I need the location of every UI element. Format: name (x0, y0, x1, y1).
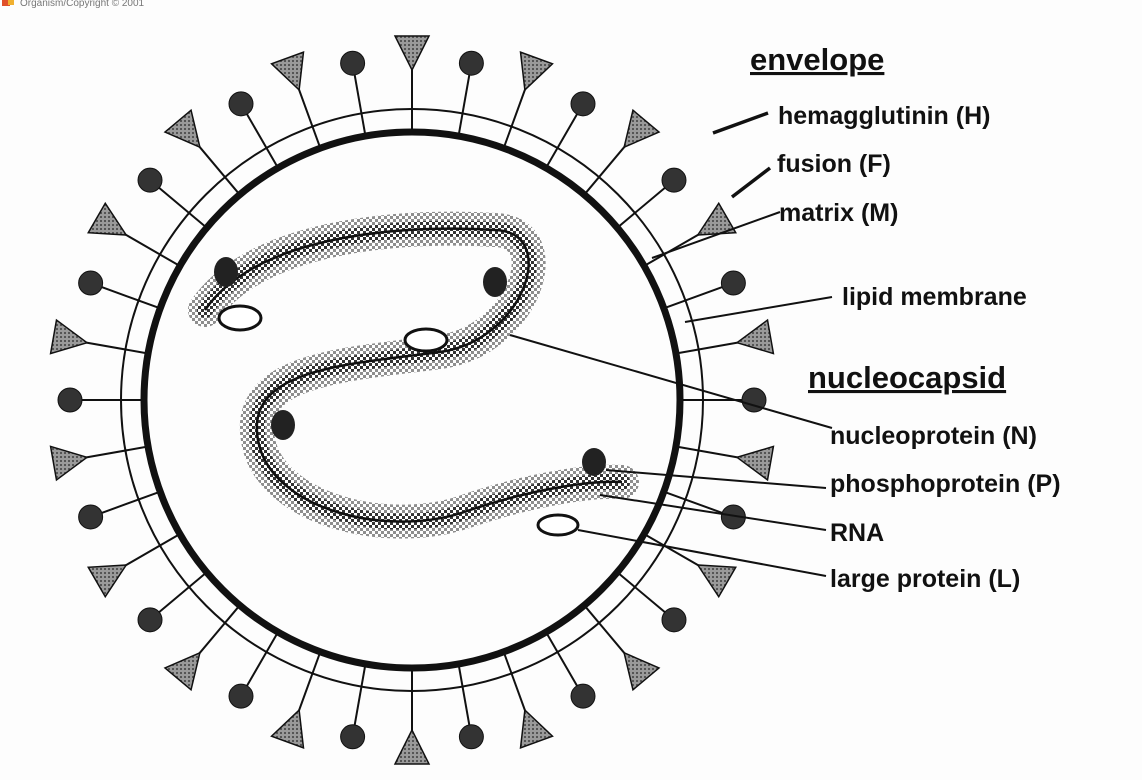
spike-stem (546, 632, 578, 687)
phosphoprotein-label: phosphoprotein (P) (830, 470, 1061, 498)
hemagglutinin-spike (51, 446, 87, 479)
spike-stem (354, 73, 365, 136)
envelope-heading: envelope (750, 42, 884, 77)
lipid-membrane-leader (685, 297, 832, 322)
spike-stem (246, 112, 278, 167)
spike-stem (85, 447, 148, 458)
spike-stem (546, 112, 578, 167)
fusion-spike (341, 725, 365, 749)
spike-stem (504, 652, 526, 712)
fusion-spike (341, 51, 365, 75)
spike-stem (85, 342, 148, 353)
hemagglutinin-spike (624, 653, 659, 690)
spike-stem (676, 342, 739, 353)
hemagglutinin-spike (521, 710, 553, 748)
fusion-spike (138, 168, 162, 192)
fusion-spike (721, 271, 745, 295)
fusion-label: fusion (F) (777, 150, 891, 178)
spike-stem (459, 73, 470, 136)
hemagglutinin-leader (713, 113, 768, 133)
fusion-spike (662, 168, 686, 192)
spike-stem (298, 652, 320, 712)
hemagglutinin-spike (737, 446, 773, 479)
hemagglutinin-spike (272, 52, 304, 90)
hemagglutinin-label: hemagglutinin (H) (778, 102, 990, 130)
lipid-membrane-label: lipid membrane (842, 283, 1027, 311)
hemagglutinin-spike (272, 710, 304, 748)
fusion-spike (571, 92, 595, 116)
hemagglutinin-spike (88, 203, 126, 235)
hemagglutinin-spike (88, 565, 126, 597)
spike-stem (298, 88, 320, 148)
hemagglutinin-spike (737, 320, 773, 353)
spike-stem (354, 664, 365, 727)
fusion-spike (138, 608, 162, 632)
hemagglutinin-spike (165, 653, 200, 690)
spike-stem (664, 286, 724, 308)
fusion-spike (459, 51, 483, 75)
spike-stem (459, 664, 470, 727)
hemagglutinin-spike (395, 730, 429, 764)
fusion-spike (571, 684, 595, 708)
matrix-label: matrix (M) (779, 199, 898, 227)
spike-stem (124, 534, 179, 566)
fusion-spike (79, 271, 103, 295)
nucleocapsid-heading: nucleocapsid (808, 360, 1006, 395)
large-protein-oval-3 (538, 515, 578, 535)
spike-stem (100, 492, 160, 514)
fusion-spike (229, 684, 253, 708)
large-protein-oval-1 (219, 306, 261, 330)
spike-stem (246, 632, 278, 687)
phosphoprotein-blob-1 (214, 257, 238, 287)
rna-label: RNA (830, 519, 884, 547)
large-protein-oval-2 (405, 329, 447, 351)
spike-stem (504, 88, 526, 148)
large-protein-label: large protein (L) (830, 565, 1020, 593)
spike-stem (124, 234, 179, 266)
fusion-leader (732, 168, 770, 197)
spike-stem (100, 286, 160, 308)
corner-logo-icon (2, 0, 14, 6)
corner-caption: Organism/Copyright © 2001 (20, 0, 145, 9)
phosphoprotein-blob-4 (582, 448, 606, 476)
phosphoprotein-blob-2 (483, 267, 507, 297)
fusion-spike (459, 725, 483, 749)
fusion-spike (662, 608, 686, 632)
hemagglutinin-spike (395, 36, 429, 70)
matrix-ring (144, 132, 680, 668)
fusion-spike (79, 505, 103, 529)
fusion-spike (58, 388, 82, 412)
hemagglutinin-spike (51, 320, 87, 353)
nucleoprotein-label: nucleoprotein (N) (830, 422, 1037, 450)
phosphoprotein-blob-3 (271, 410, 295, 440)
hemagglutinin-spike (165, 110, 200, 147)
hemagglutinin-spike (698, 565, 736, 597)
hemagglutinin-spike (624, 110, 659, 147)
fusion-spike (229, 92, 253, 116)
spike-stem (676, 447, 739, 458)
hemagglutinin-spike (521, 52, 553, 90)
